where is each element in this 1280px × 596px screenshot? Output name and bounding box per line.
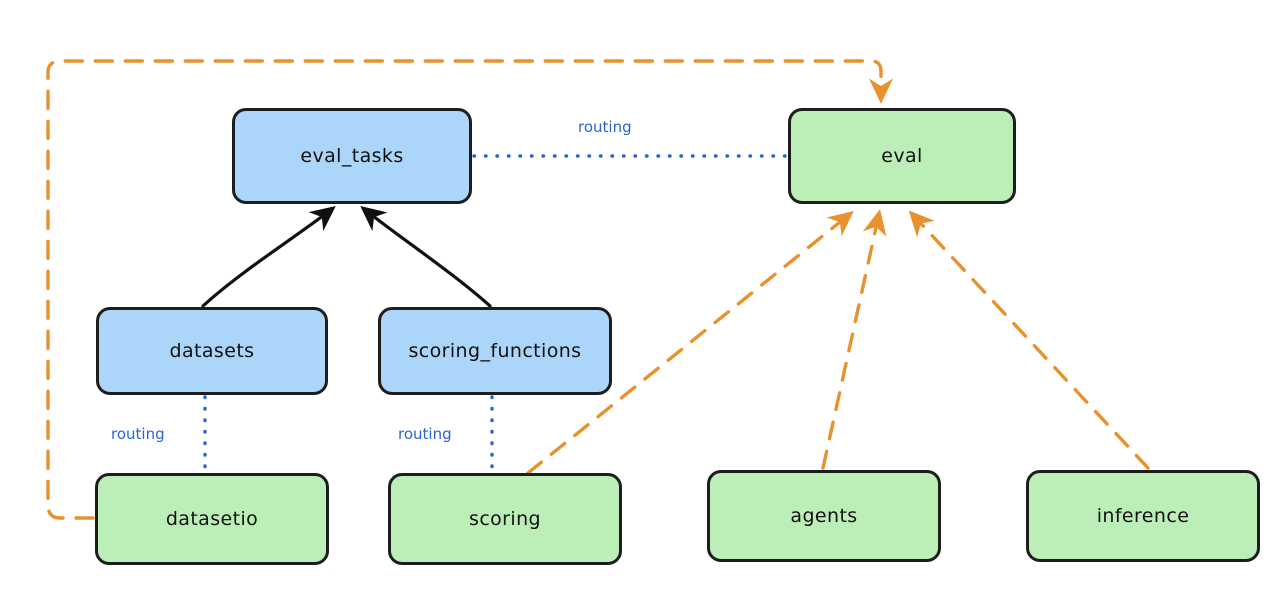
node-label: scoring_functions — [408, 340, 582, 362]
edge-inference-to-eval — [908, 210, 1150, 470]
node-label: datasets — [169, 340, 255, 362]
edge-datasetio-to-eval — [46, 59, 894, 520]
edge-label-routing-eval-tasks-eval: routing — [578, 118, 632, 136]
edge-scoring-functions-to-eval-tasks — [360, 205, 492, 308]
edge-datasets-to-eval-tasks — [201, 206, 336, 308]
node-agents[interactable]: agents — [707, 470, 941, 562]
node-eval-tasks[interactable]: eval_tasks — [232, 108, 472, 204]
node-eval[interactable]: eval — [788, 108, 1016, 204]
edge-scoring-to-eval — [526, 210, 854, 475]
node-scoring-functions[interactable]: scoring_functions — [378, 307, 612, 395]
edge-label-routing-scoring-functions-scoring: routing — [398, 425, 452, 443]
node-label: agents — [790, 505, 858, 527]
node-label: eval_tasks — [300, 145, 404, 167]
node-scoring[interactable]: scoring — [388, 473, 622, 565]
node-datasetio[interactable]: datasetio — [95, 473, 329, 565]
edge-label-routing-datasets-datasetio: routing — [111, 425, 165, 443]
node-datasets[interactable]: datasets — [96, 307, 328, 395]
node-inference[interactable]: inference — [1026, 470, 1260, 562]
node-label: datasetio — [165, 508, 259, 530]
edge-agents-to-eval — [821, 209, 887, 470]
node-label: inference — [1096, 505, 1190, 527]
node-label: scoring — [469, 508, 541, 530]
node-label: eval — [881, 145, 923, 167]
